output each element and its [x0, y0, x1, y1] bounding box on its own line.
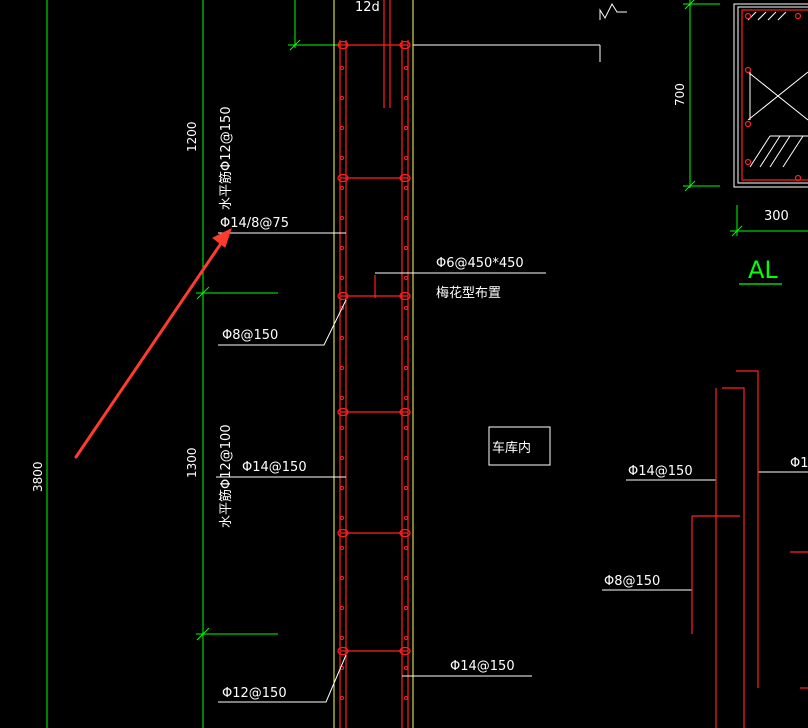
label-section-name: AL	[748, 256, 778, 284]
rebar-dot	[403, 695, 409, 701]
rebar-tie-hook	[399, 291, 411, 301]
dim-section-width: 300	[764, 209, 789, 224]
rebar-dots	[339, 65, 409, 701]
rebar-dot	[403, 575, 409, 581]
rebar-dot	[403, 395, 409, 401]
dim-upper-segment: 1200	[185, 121, 199, 152]
label-horiz-upper: 水平筋Φ12@150	[218, 106, 234, 210]
rebar-dot	[403, 425, 409, 431]
rebar-dot	[403, 455, 409, 461]
label-right-edge-partial: Φ1	[790, 456, 808, 471]
rebar-dot	[339, 695, 345, 701]
rebar-dot	[403, 185, 409, 191]
rebar-dot	[403, 365, 409, 371]
garage-label-box	[488, 426, 551, 466]
rebar-dot	[403, 665, 409, 671]
annotation-arrow	[74, 228, 232, 459]
dim-lower-segment: 1300	[185, 447, 199, 478]
rebar-dot	[403, 275, 409, 281]
rebar-dot	[339, 335, 345, 341]
label-garage-inside: 车库内	[492, 440, 531, 456]
dim-total-height: 3800	[31, 461, 45, 492]
dim-section-height: 700	[673, 83, 687, 106]
label-stirrup-top: Φ14/8@75	[220, 216, 289, 231]
rebar-dot	[339, 275, 345, 281]
right-rebar-lines	[691, 370, 808, 728]
rebar-dot	[339, 455, 345, 461]
rebar-dot	[339, 485, 345, 491]
rebar-dot	[339, 155, 345, 161]
label-bottom-right-14: Φ14@150	[450, 659, 515, 674]
rebar-tie-hook	[337, 646, 349, 656]
rebar-dot	[339, 575, 345, 581]
leader-lines	[216, 232, 808, 703]
rebar-ties	[337, 40, 411, 656]
label-tie-layout: 梅花型布置	[436, 285, 501, 301]
label-stirrup-8: Φ8@150	[222, 328, 278, 343]
rebar-dot	[403, 335, 409, 341]
dimension-lines	[46, 0, 340, 728]
rebar-dot	[403, 125, 409, 131]
rebar-dot	[339, 65, 345, 71]
rebar-tie-hook	[399, 173, 411, 183]
rebar-dot	[403, 215, 409, 221]
label-tie-spec: Φ6@450*450	[436, 256, 524, 271]
rebar-tie-hook	[337, 40, 349, 50]
rebar-dot	[339, 185, 345, 191]
rebar-dot	[403, 545, 409, 551]
rebar-dot	[339, 395, 345, 401]
rebar-dot	[339, 635, 345, 641]
rebar-tie-hook	[337, 173, 349, 183]
rebar-dot	[339, 245, 345, 251]
label-horiz-lower: 水平筋Φ12@100	[218, 424, 234, 528]
rebar-tie-hook	[337, 291, 349, 301]
rebar-tie-hook	[399, 40, 411, 50]
rebar-dot	[403, 305, 409, 311]
label-bottom-left-12: Φ12@150	[222, 686, 287, 701]
wall-outline	[333, 0, 414, 728]
rebar-tie-hook	[337, 407, 349, 417]
rebar-dot	[339, 95, 345, 101]
rebar-dot	[403, 605, 409, 611]
rebar-dot	[403, 635, 409, 641]
rebar-dot	[339, 425, 345, 431]
rebar-dot	[339, 605, 345, 611]
rebar-dot	[339, 215, 345, 221]
rebar-dot	[403, 515, 409, 521]
rebar-dot	[339, 125, 345, 131]
rebar-dot	[403, 155, 409, 161]
rebar-dot	[403, 245, 409, 251]
rebar-dot	[403, 95, 409, 101]
rebar-tie-hook	[337, 528, 349, 538]
rebar-tie-hook	[399, 528, 411, 538]
rebar-tie-hook	[399, 407, 411, 417]
rebar-dot	[339, 545, 345, 551]
rebar-column	[339, 0, 409, 728]
label-vert-left-14: Φ14@150	[242, 460, 307, 475]
rebar-dot	[339, 305, 345, 311]
rebar-dot	[403, 65, 409, 71]
label-right-8: Φ8@150	[604, 574, 660, 589]
rebar-tie-hook	[399, 646, 411, 656]
section-al-drawing	[683, 0, 808, 285]
rebar-dot	[339, 365, 345, 371]
rebar-dot	[403, 485, 409, 491]
rebar-dot	[339, 515, 345, 521]
dim-lap-top: 12d	[355, 0, 380, 15]
slab-line	[413, 2, 627, 62]
label-right-14: Φ14@150	[628, 464, 693, 479]
